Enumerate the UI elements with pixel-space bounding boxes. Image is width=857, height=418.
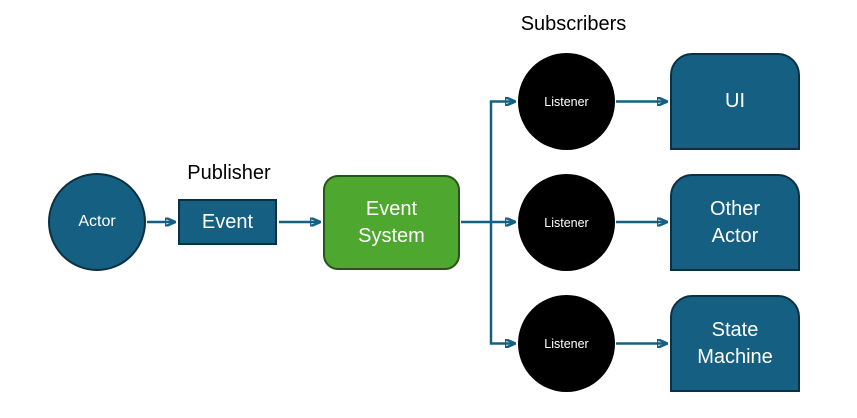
state-machine-node: State Machine bbox=[670, 295, 800, 392]
state-machine-label-line1: State bbox=[711, 318, 759, 341]
event-system-label-line1: Event bbox=[365, 197, 418, 220]
listener-node-2-label: Listener bbox=[544, 215, 589, 230]
event-system-node: Event System bbox=[323, 175, 460, 270]
other-actor-label-line2: Actor bbox=[711, 224, 759, 247]
arrow-branch-to-listener-1 bbox=[489, 102, 515, 222]
listener-node-1-label: Listener bbox=[544, 94, 589, 109]
state-machine-label-line2: Machine bbox=[697, 345, 773, 368]
ui-node-label: UI bbox=[725, 90, 745, 112]
other-actor-node: Other Actor bbox=[670, 174, 800, 271]
actor-node-label: Actor bbox=[78, 213, 116, 230]
listener-node-3-label: Listener bbox=[544, 336, 589, 351]
event-system-label-line2: System bbox=[358, 224, 425, 247]
event-node-label: Event bbox=[201, 210, 254, 233]
subscribers-label: Subscribers bbox=[520, 13, 627, 35]
ui-node: UI bbox=[670, 53, 800, 150]
listener-node-3: Listener bbox=[518, 295, 615, 392]
publisher-label: Publisher bbox=[187, 162, 271, 184]
actor-node: Actor bbox=[48, 173, 146, 271]
arrow-branch-to-listener-3 bbox=[489, 222, 515, 344]
listener-node-2: Listener bbox=[518, 174, 615, 271]
event-node: Event bbox=[178, 199, 277, 245]
other-actor-label-line1: Other bbox=[709, 197, 761, 220]
listener-node-1: Listener bbox=[518, 53, 615, 150]
